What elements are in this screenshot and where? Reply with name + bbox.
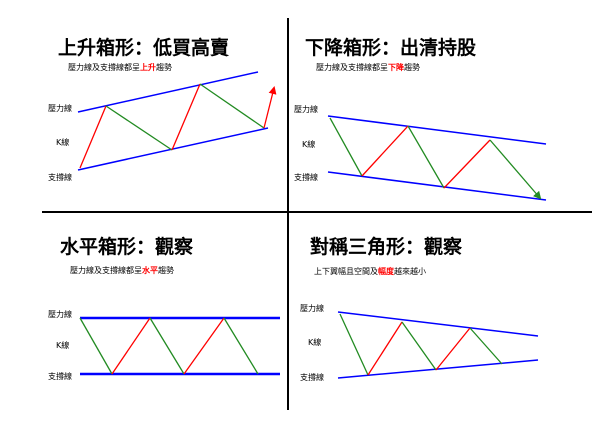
resistance-line: [327, 115, 547, 145]
panel-flat-title: 水平箱形：觀察: [60, 236, 194, 258]
kline-segment: [469, 327, 503, 365]
panel-falling-drawing: [327, 115, 547, 201]
kline-segment: [407, 125, 445, 189]
highlight-term: 上升: [140, 63, 156, 72]
panel-rising-drawing: [77, 71, 277, 171]
label-kline: K線: [302, 140, 316, 149]
panel-rising-title: 上升箱形：低買高賣: [58, 37, 230, 59]
panel-triangle-drawing: [337, 311, 539, 379]
kline-segment: [79, 105, 107, 169]
label-resistance: 壓力線: [300, 304, 324, 313]
kline-segment: [367, 321, 403, 376]
kline-breakout-arrow: [263, 86, 277, 129]
support-line: [327, 171, 547, 201]
label-resistance: 壓力線: [48, 104, 72, 113]
kline-breakdown-arrow: [489, 139, 542, 200]
kline-segment: [149, 317, 185, 375]
panel-falling-subtitle: 壓力線及支撐線都呈下降趨勢: [316, 63, 420, 72]
resistance-line: [337, 311, 539, 337]
kline-segment: [339, 313, 369, 376]
label-support: 支撐線: [294, 173, 318, 182]
kline-segment: [79, 317, 113, 375]
kline-segment: [105, 105, 173, 151]
highlight-term: 下降: [388, 63, 404, 72]
support-line: [337, 359, 539, 379]
kline-segment: [223, 317, 259, 375]
kline-segment: [329, 117, 363, 177]
label-resistance: 壓力線: [294, 105, 318, 114]
panel-flat-drawing: [79, 316, 280, 376]
label-kline: K線: [308, 338, 322, 347]
panel-rising-subtitle: 壓力線及支撐線都呈上升趨勢: [68, 63, 172, 72]
kline-segment: [361, 125, 409, 177]
panel-triangle-subtitle: 上下翼幅且空間及幅度越來越小: [314, 267, 426, 276]
label-support: 支撐線: [48, 173, 72, 182]
label-support: 支撐線: [300, 373, 324, 382]
panel-falling-title: 下降箱形：出清持股: [305, 37, 477, 59]
kline-segment: [171, 83, 201, 151]
label-support: 支撐線: [48, 372, 72, 381]
highlight-term: 幅度: [378, 267, 394, 276]
panel-triangle-title: 對稱三角形：觀察: [310, 236, 463, 258]
panel-flat-subtitle: 壓力線及支撐線都呈水平趨勢: [70, 266, 174, 275]
label-kline: K線: [56, 341, 70, 350]
label-kline: K線: [56, 138, 70, 147]
kline-segment: [111, 317, 151, 375]
label-resistance: 壓力線: [48, 310, 72, 319]
kline-segment: [401, 321, 437, 371]
resistance-line: [77, 71, 259, 113]
kline-segment: [443, 139, 491, 189]
kline-segment: [199, 83, 265, 129]
highlight-term: 水平: [142, 266, 158, 275]
kline-segment: [435, 327, 471, 371]
kline-segment: [183, 317, 225, 375]
